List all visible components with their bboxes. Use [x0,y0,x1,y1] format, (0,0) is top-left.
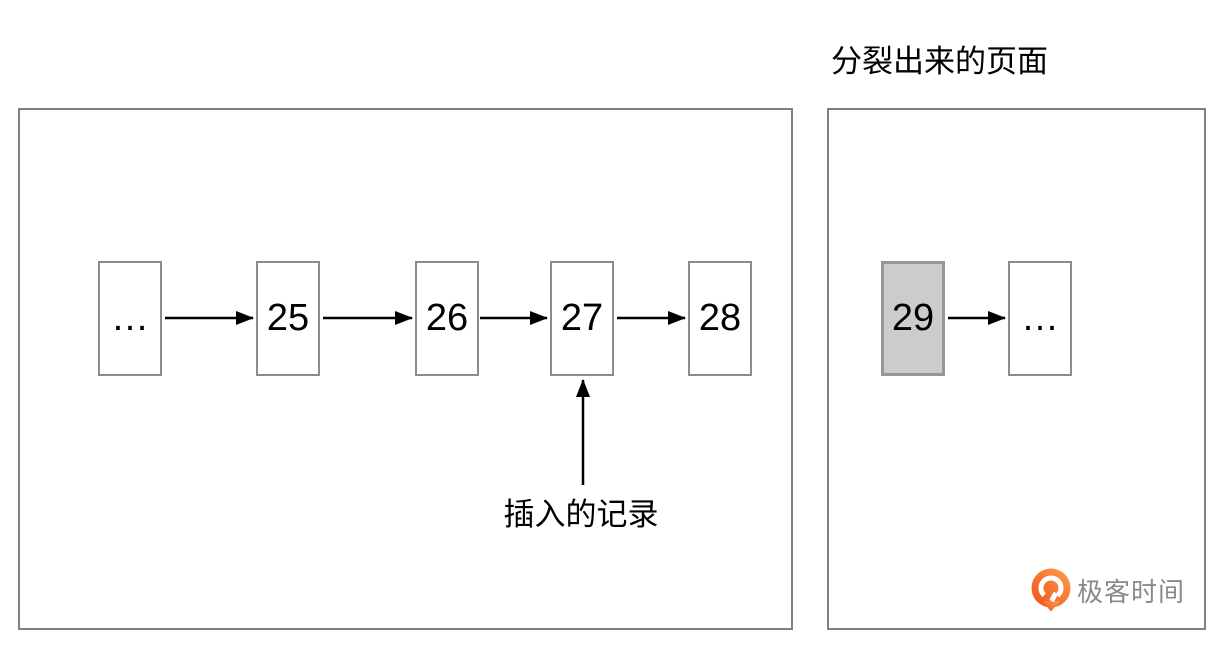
record-node-25: 25 [256,261,320,376]
geektime-pin-icon [1031,568,1071,612]
inserted-record-label: 插入的记录 [503,497,659,532]
geektime-logo-text: 极客时间 [1077,576,1186,607]
geektime-logo: 极客时间 [1031,568,1185,612]
record-node-26: 26 [415,261,479,376]
record-node-29-highlighted: 29 [881,261,945,376]
split-page-title: 分裂出来的页面 [831,44,1048,79]
record-node-ellipsis-left: … [98,261,162,376]
record-node-27: 27 [550,261,614,376]
record-node-28: 28 [688,261,752,376]
record-node-ellipsis-right: … [1008,261,1072,376]
